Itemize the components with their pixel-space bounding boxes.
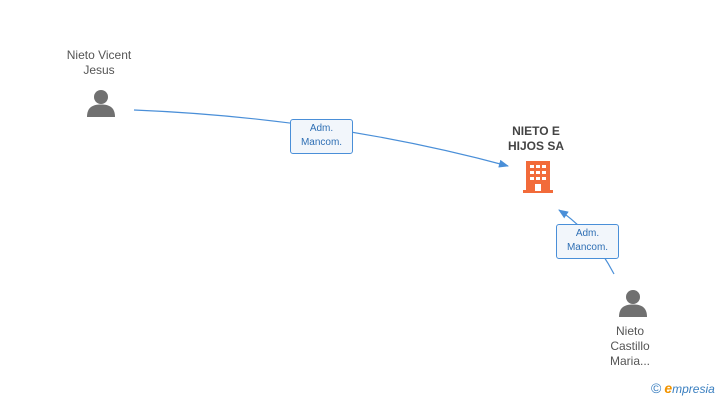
person-name-line: Nieto Vicent	[66, 48, 132, 62]
person-node-label: Nieto Castillo Maria...	[590, 324, 670, 369]
person-icon[interactable]	[618, 288, 648, 318]
relationship-type: Adm.	[575, 228, 600, 239]
brand-name: empresia	[664, 380, 715, 396]
person-name-line: Maria...	[609, 354, 650, 368]
person-name-line: Jesus	[83, 63, 115, 77]
building-icon[interactable]	[522, 160, 554, 194]
relationship-type: Mancom.	[566, 242, 609, 253]
relationship-label[interactable]: Adm. Mancom.	[556, 224, 619, 259]
company-node-label: NIETO E HIJOS SA	[486, 124, 586, 154]
relationship-type: Mancom.	[300, 137, 343, 148]
relationship-label[interactable]: Adm. Mancom.	[290, 119, 353, 154]
person-name-line: Nieto	[615, 324, 644, 338]
company-name-line: HIJOS SA	[507, 139, 564, 153]
person-icon[interactable]	[86, 88, 116, 118]
company-name-line: NIETO E	[512, 124, 560, 138]
copyright-icon: ©	[651, 380, 662, 396]
person-node-label: Nieto Vicent Jesus	[49, 48, 149, 78]
person-name-line: Castillo	[610, 339, 650, 353]
relationship-type: Adm.	[309, 123, 334, 134]
brand-watermark: © empresia	[651, 380, 715, 396]
